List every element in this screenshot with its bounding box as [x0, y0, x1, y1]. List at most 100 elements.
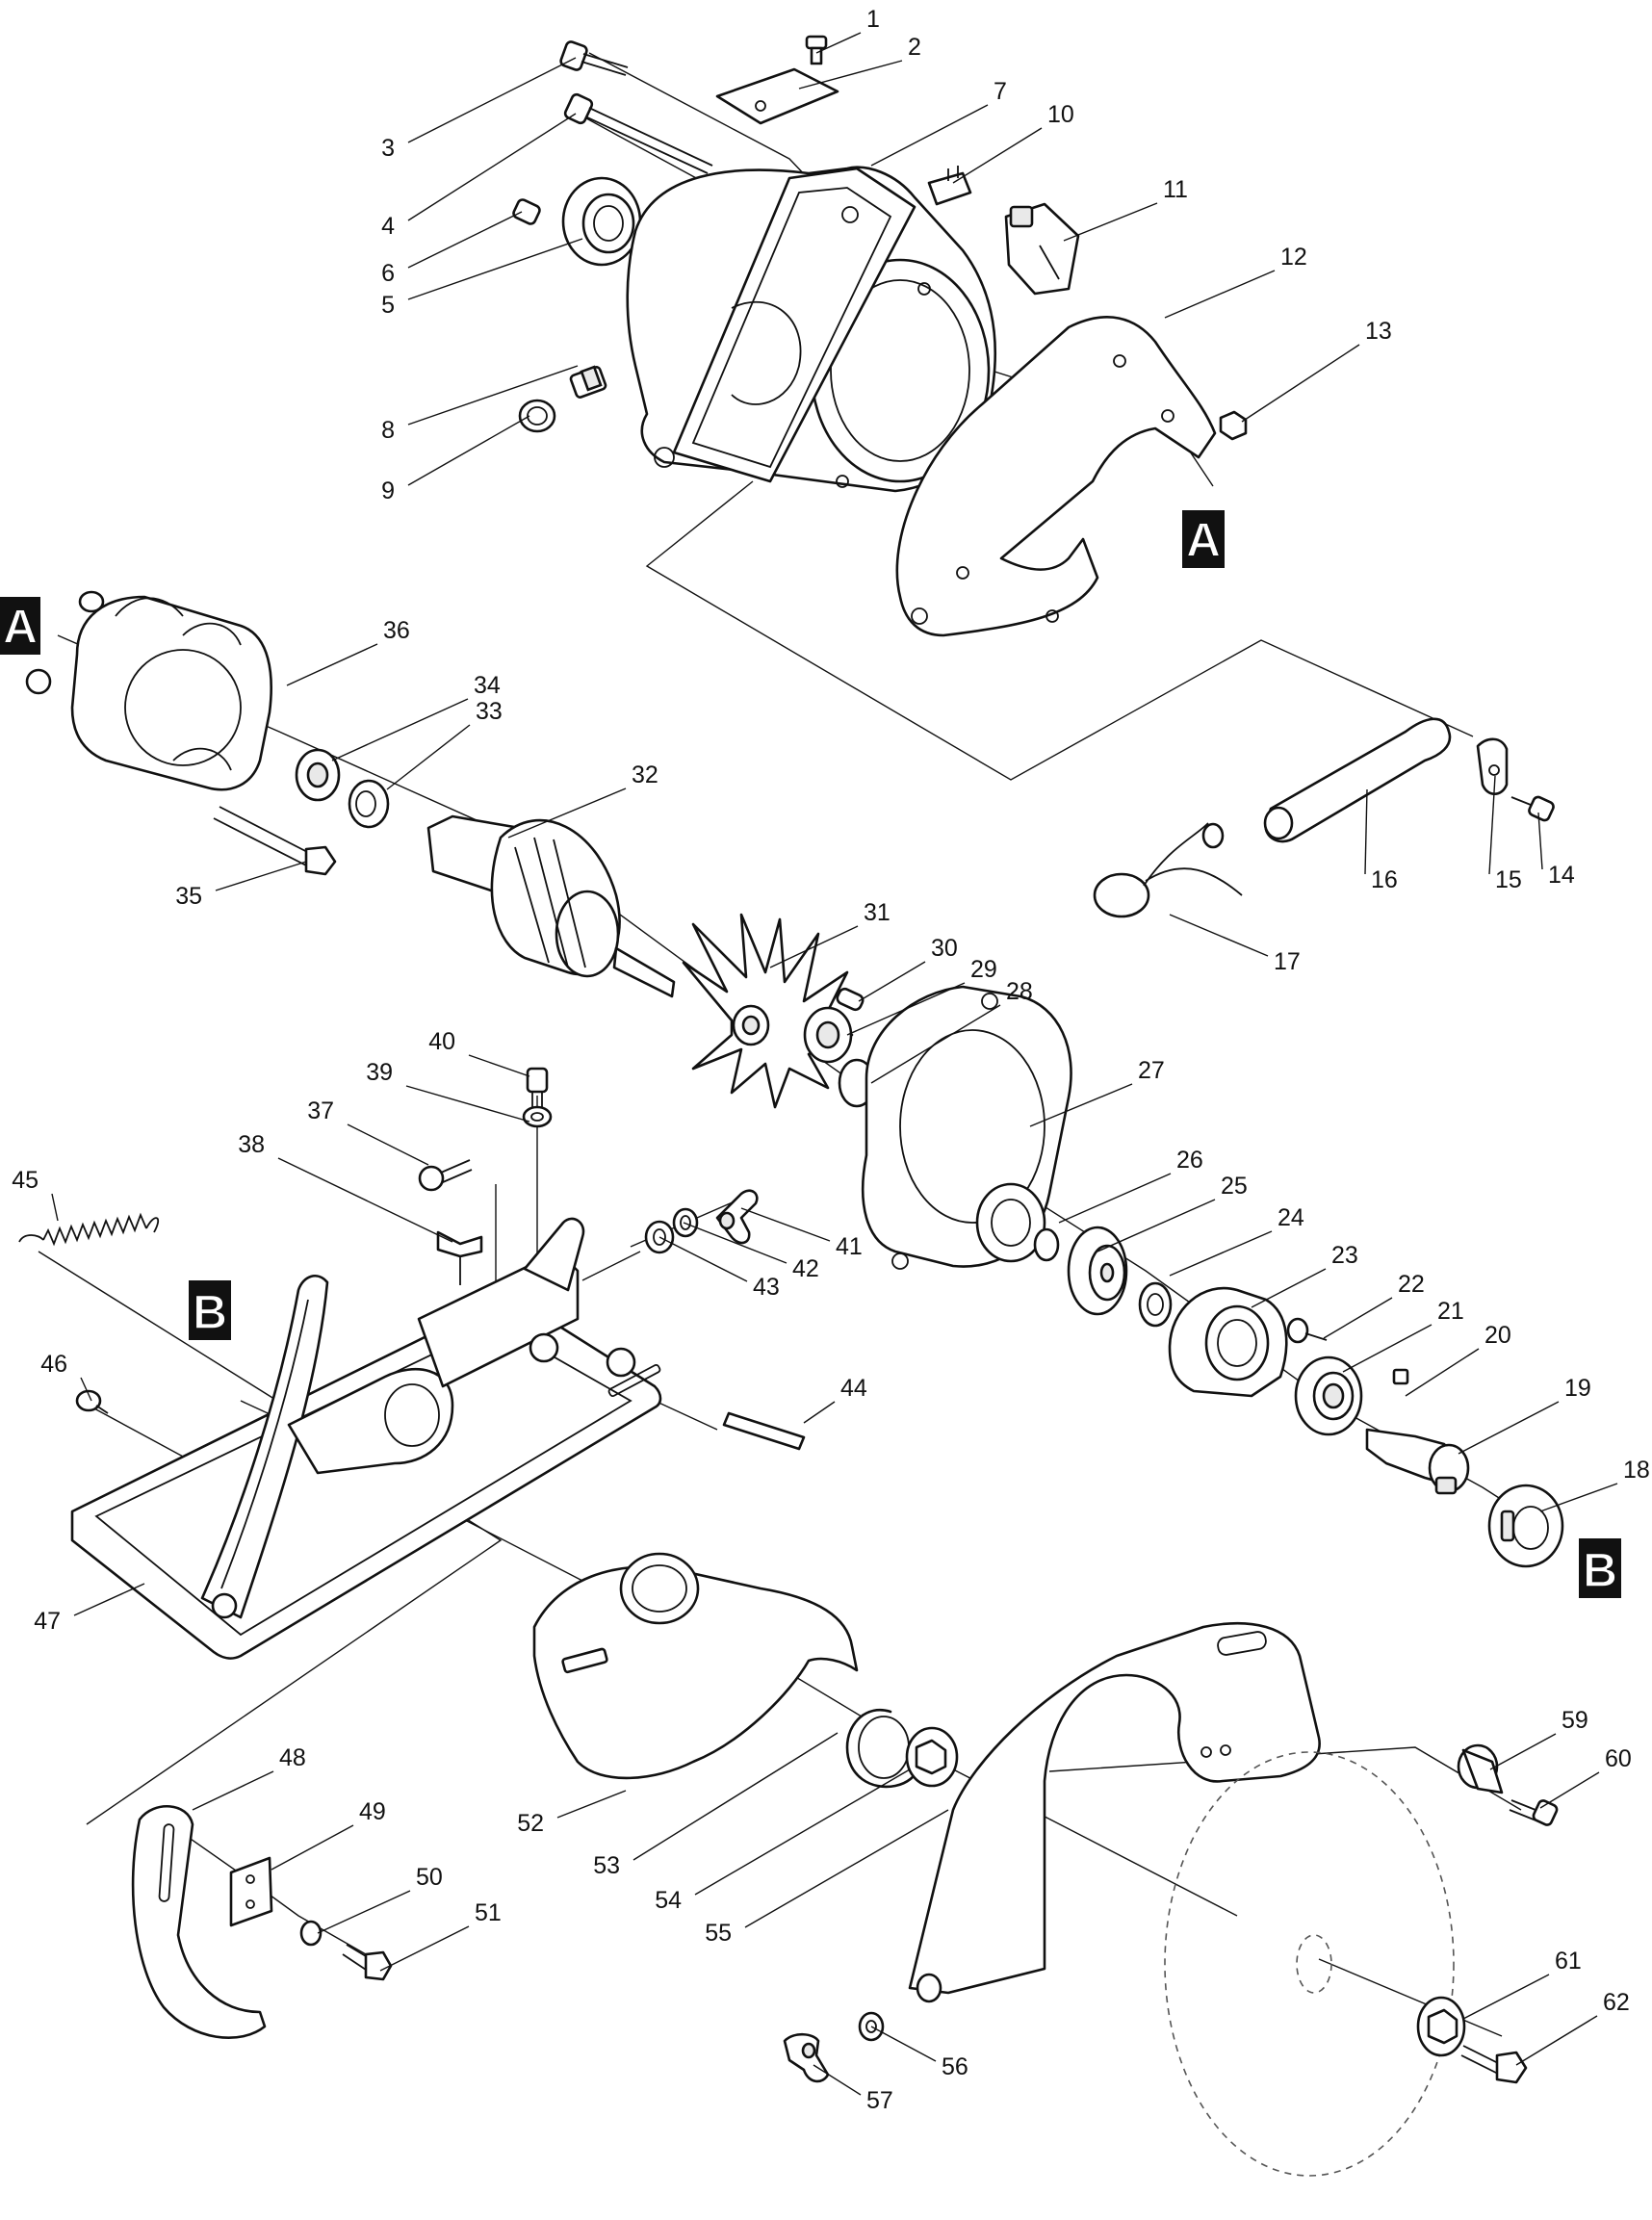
- callout-11: 11: [1163, 176, 1188, 203]
- callout-leader-40: [468, 1054, 530, 1077]
- wing-nut-41: [715, 1189, 759, 1245]
- callout-38: 38: [238, 1131, 265, 1158]
- plate-49: [229, 1856, 273, 1927]
- callout-leader-49: [271, 1824, 354, 1871]
- fan-31: [682, 913, 854, 1109]
- callout-17: 17: [1274, 948, 1301, 975]
- callout-56: 56: [942, 2053, 968, 2080]
- callout-leader-10: [952, 127, 1043, 184]
- callout-leader-27: [1029, 1083, 1133, 1127]
- callout-19: 19: [1564, 1375, 1591, 1402]
- callout-18: 18: [1623, 1457, 1650, 1484]
- callout-leader-24: [1169, 1230, 1273, 1277]
- gear-housing-27: [861, 985, 1072, 1270]
- callout-leader-47: [73, 1583, 145, 1616]
- callout-55: 55: [705, 1920, 732, 1947]
- callout-leader-28: [870, 1004, 1001, 1084]
- callout-leader-14: [1537, 812, 1543, 870]
- callout-41: 41: [836, 1233, 863, 1260]
- callout-leader-32: [507, 787, 627, 839]
- callout-leader-15: [1488, 775, 1496, 875]
- callout-49: 49: [359, 1798, 386, 1825]
- callout-leader-35: [215, 861, 307, 891]
- callout-leader-16: [1364, 788, 1368, 875]
- spacer-59: [1457, 1743, 1504, 1794]
- hex-bolt-62: [1460, 2045, 1528, 2084]
- motor-assembly: [25, 590, 1564, 1568]
- blade-guard-assembly: [131, 1552, 1559, 2177]
- svg-text:A: A: [1186, 513, 1221, 567]
- callout-34: 34: [474, 672, 501, 699]
- callout-leader-60: [1539, 1771, 1600, 1809]
- callout-32: 32: [632, 762, 658, 788]
- callout-26: 26: [1176, 1147, 1203, 1174]
- callout-leader-43: [658, 1236, 748, 1282]
- callout-leader-62: [1515, 2015, 1598, 2066]
- helical-gear-25: [1067, 1226, 1128, 1316]
- callout-leader-51: [379, 1925, 470, 1972]
- bolt-51: [342, 1944, 393, 1981]
- screw-22: [1286, 1317, 1328, 1344]
- reference-mark-b-left: B: [189, 1280, 231, 1340]
- callout-leader-46: [80, 1377, 92, 1402]
- callout-leader-39: [405, 1085, 530, 1123]
- retaining-ring-26: [1033, 1227, 1060, 1262]
- callout-leader-1: [815, 32, 862, 54]
- washer-39: [522, 1105, 553, 1128]
- callout-leader-5: [407, 238, 583, 300]
- callout-leader-4: [407, 113, 577, 221]
- callout-leader-2: [798, 60, 903, 90]
- callout-leader-53: [632, 1732, 839, 1861]
- handle-12: [895, 316, 1217, 637]
- inner-flange-18: [1487, 1484, 1564, 1568]
- callout-5: 5: [381, 292, 395, 319]
- callout-9: 9: [381, 478, 395, 504]
- callout-50: 50: [416, 1864, 443, 1891]
- base-47: [70, 1217, 662, 1660]
- svg-text:B: B: [1583, 1543, 1617, 1597]
- callout-2: 2: [908, 34, 921, 61]
- callout-leader-42: [683, 1222, 787, 1264]
- callout-leader-23: [1251, 1268, 1327, 1308]
- strap-15: [1476, 737, 1509, 796]
- spindle-19: [1365, 1428, 1470, 1495]
- callout-leader-48: [192, 1770, 274, 1811]
- key-20: [1392, 1368, 1409, 1385]
- callout-22: 22: [1398, 1271, 1425, 1298]
- pin-44: [722, 1411, 806, 1451]
- callout-51: 51: [475, 1899, 502, 1926]
- name-plate-2: [715, 67, 839, 125]
- callout-35: 35: [175, 883, 202, 910]
- callout-leader-17: [1169, 914, 1269, 957]
- callout-29: 29: [970, 956, 997, 983]
- callout-leader-44: [803, 1401, 836, 1424]
- outer-flange-61: [1416, 1996, 1466, 2057]
- callout-8: 8: [381, 417, 395, 444]
- callout-leader-54: [694, 1768, 911, 1896]
- callout-leader-3: [407, 57, 577, 143]
- callout-30: 30: [931, 935, 958, 962]
- reference-mark-b-right: B: [1579, 1538, 1621, 1598]
- ball-bearing-34: [295, 748, 341, 802]
- callout-leader-18: [1539, 1483, 1618, 1512]
- bolt-35: [213, 806, 337, 876]
- callout-labels: 1234567891011121314151617181920212223242…: [12, 6, 1650, 2114]
- screw-6: [512, 198, 541, 225]
- callout-25: 25: [1221, 1173, 1248, 1200]
- callout-61: 61: [1555, 1948, 1582, 1975]
- bolt-4: [563, 92, 713, 174]
- callout-62: 62: [1603, 1989, 1630, 2016]
- callout-leader-7: [870, 104, 989, 167]
- callout-leader-9: [407, 415, 530, 486]
- callout-leader-20: [1405, 1348, 1480, 1397]
- terminal-10: [927, 166, 972, 206]
- callout-15: 15: [1495, 866, 1522, 893]
- callout-45: 45: [12, 1167, 39, 1194]
- motor-housing-assembly: [512, 35, 1248, 637]
- callout-7: 7: [994, 78, 1007, 105]
- callout-20: 20: [1484, 1322, 1511, 1349]
- callout-54: 54: [655, 1887, 682, 1914]
- bearing-box-23: [1168, 1286, 1288, 1398]
- callout-leader-26: [1058, 1173, 1172, 1224]
